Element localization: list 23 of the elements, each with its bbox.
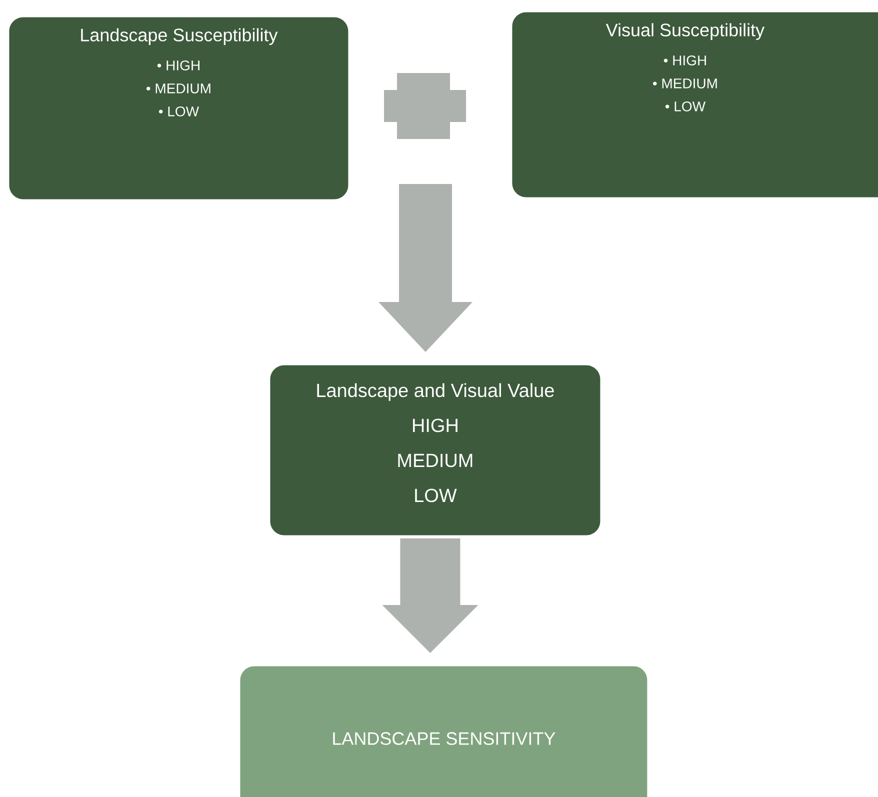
- block-arrow: [382, 538, 478, 653]
- node-label: • MEDIUM: [652, 78, 717, 88]
- process-box: [270, 365, 600, 536]
- node-label: Visual Susceptibility: [606, 23, 765, 40]
- node-label: • LOW: [665, 101, 706, 112]
- node-label: • HIGH: [664, 55, 706, 66]
- box-text: Landscape and Visual Value HIGH MEDIUM LOW: [317, 383, 554, 502]
- node-label: LOW: [415, 488, 457, 502]
- node-label: • MEDIUM: [146, 84, 210, 94]
- process-box: [9, 17, 348, 200]
- node-label: • HIGH: [157, 60, 200, 70]
- node-label: Landscape Susceptibility: [81, 28, 278, 45]
- plus-sign: [384, 73, 466, 139]
- node-label: HIGH: [413, 418, 458, 432]
- node-label: MEDIUM: [398, 454, 472, 468]
- node-label: Landscape and Visual Value: [317, 383, 554, 401]
- box-text: LANDSCAPE SENSITIVITY: [333, 732, 556, 745]
- box-text: Visual Susceptibility • HIGH • MEDIUM • LOW: [606, 23, 764, 112]
- process-box: [512, 12, 878, 198]
- block-arrow: [378, 184, 472, 352]
- result-box: [240, 666, 648, 797]
- node-label: • LOW: [158, 106, 199, 116]
- box-text: Landscape Susceptibility • HIGH • MEDIUM • LOW: [81, 28, 278, 116]
